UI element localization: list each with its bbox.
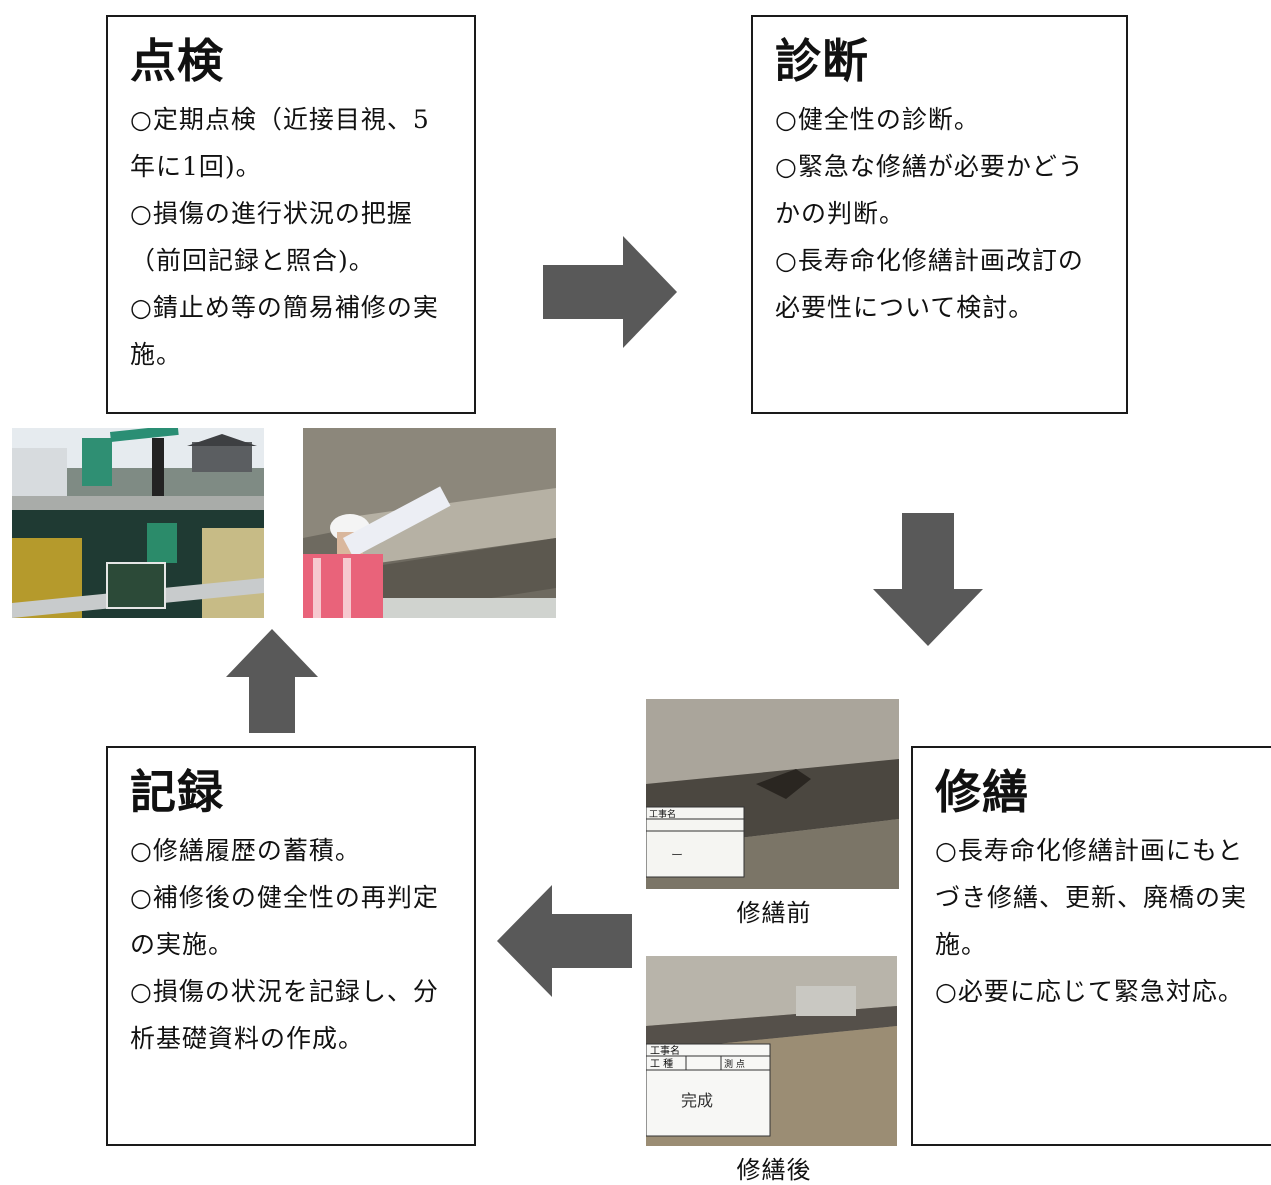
arrow-up-icon — [226, 629, 318, 733]
board-label: 工事名 — [649, 808, 676, 820]
after-repair-photo: 工事名 工 種 測 点 完成 — [646, 956, 897, 1146]
diagnosis-list: ○健全性の診断。 ○緊急な修繕が必要かどうかの判断。 ○長寿命化修繕計画改訂の必… — [775, 96, 1106, 331]
repair-list: ○長寿命化修繕計画にもとづき修繕、更新、廃橋の実施。 ○必要に応じて緊急対応。 — [935, 827, 1251, 1015]
after-caption: 修繕後 — [736, 1156, 812, 1184]
board-note: 完成 — [681, 1091, 713, 1110]
list-item: ○補修後の健全性の再判定の実施。 — [130, 882, 439, 959]
record-box: 記録 ○修繕履歴の蓄積。 ○補修後の健全性の再判定の実施。 ○損傷の状況を記録し… — [106, 746, 476, 1146]
arrow-right-icon — [543, 236, 677, 348]
repair-box: 修繕 ○長寿命化修繕計画にもとづき修繕、更新、廃橋の実施。 ○必要に応じて緊急対… — [911, 746, 1271, 1146]
list-item: ○損傷の状況を記録し、分析基礎資料の作成。 — [130, 976, 439, 1053]
list-item: ○錆止め等の簡易補修の実施。 — [130, 292, 439, 369]
board-point: 測 点 — [724, 1058, 745, 1070]
repair-title: 修繕 — [935, 765, 1029, 819]
board-kind: 工 種 — [650, 1057, 673, 1070]
record-list: ○修繕履歴の蓄積。 ○補修後の健全性の再判定の実施。 ○損傷の状況を記録し、分析… — [130, 827, 454, 1062]
list-item: ○緊急な修繕が必要かどうかの判断。 — [775, 151, 1084, 228]
diagnosis-title: 診断 — [775, 34, 869, 88]
list-item: ○定期点検（近接目視、5年に1回)。 — [130, 104, 430, 181]
list-item: ○必要に応じて緊急対応。 — [935, 976, 1244, 1006]
arrow-left-icon — [497, 885, 632, 997]
inspection-box: 点検 ○定期点検（近接目視、5年に1回)。 ○損傷の進行状況の把握（前回記録と照… — [106, 15, 476, 414]
arrow-down-icon — [873, 513, 983, 646]
before-caption: 修繕前 — [736, 899, 812, 927]
list-item: ○長寿命化修繕計画にもとづき修繕、更新、廃橋の実施。 — [935, 835, 1248, 959]
inspection-list: ○定期点検（近接目視、5年に1回)。 ○損傷の進行状況の把握（前回記録と照合)。… — [130, 96, 454, 378]
list-item: ○損傷の進行状況の把握（前回記録と照合)。 — [130, 198, 413, 275]
list-item: ○健全性の診断。 — [775, 104, 980, 134]
svg-text:ー: ー — [671, 848, 683, 862]
close-inspection-photo — [303, 428, 556, 618]
record-title: 記録 — [130, 765, 224, 819]
inspection-vehicle-photo — [12, 428, 264, 618]
list-item: ○長寿命化修繕計画改訂の必要性について検討。 — [775, 245, 1084, 322]
board-label: 工事名 — [650, 1044, 680, 1057]
before-repair-photo: 工事名 ー — [646, 699, 899, 889]
list-item: ○修繕履歴の蓄積。 — [130, 835, 361, 865]
inspection-title: 点検 — [130, 34, 224, 88]
diagnosis-box: 診断 ○健全性の診断。 ○緊急な修繕が必要かどうかの判断。 ○長寿命化修繕計画改… — [751, 15, 1128, 414]
